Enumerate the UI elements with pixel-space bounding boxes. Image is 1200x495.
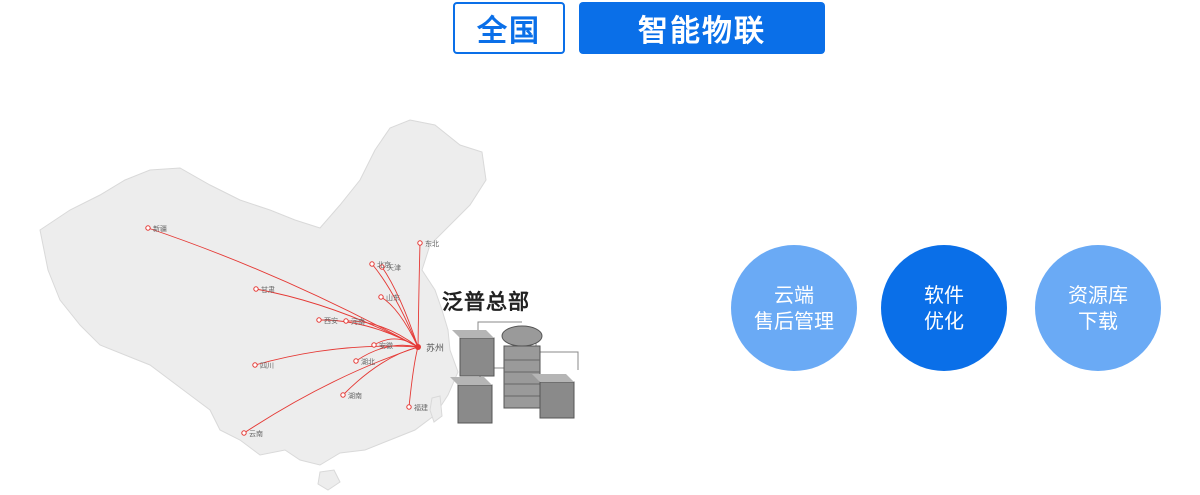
city-dot: [241, 430, 247, 436]
hq-label: 泛普总部: [442, 290, 530, 314]
city-label: 云南: [249, 429, 263, 438]
taiwan-island: [429, 395, 443, 423]
city-label: 东北: [425, 239, 439, 248]
china-map: 新疆甘肃西安 河南四川 安徽湖北湖南云南 福建 北京天津山东 东北苏州 泛普总部: [30, 110, 630, 495]
city-label: 北京: [377, 260, 391, 269]
route-line: [345, 320, 419, 348]
service-line1: 资源库: [1068, 283, 1128, 307]
city-dot: [343, 318, 349, 324]
city-dots: [145, 225, 423, 436]
hub-city-label: 苏州: [426, 342, 444, 354]
city-label: 山东: [386, 293, 400, 302]
city-label: 天津: [387, 264, 401, 272]
hainan-island: [317, 469, 341, 491]
scope-tabs: 全国 智能物联: [0, 0, 1200, 60]
route-line: [355, 344, 419, 362]
tab-smart-iot[interactable]: 智能物联: [579, 2, 825, 54]
city-dot: [379, 264, 385, 270]
city-label: 新疆: [153, 224, 167, 233]
city-dot: [253, 286, 259, 292]
city-dot: [340, 392, 346, 398]
service-cloud-aftersales[interactable]: 云端 售后管理: [731, 245, 857, 371]
service-line1: 云端: [774, 283, 814, 307]
route-line: [147, 227, 419, 348]
route-lines: [147, 227, 421, 434]
service-software-optimize[interactable]: 软件 优化: [881, 245, 1007, 371]
route-line: [417, 242, 421, 348]
city-dot: [369, 261, 375, 267]
city-label: 四川: [260, 362, 274, 370]
route-line: [243, 346, 419, 434]
server-illustration: [450, 321, 579, 424]
city-label: 福建: [414, 403, 428, 412]
city-label: 湖南: [348, 391, 362, 400]
service-resource-download[interactable]: 资源库 下载: [1035, 245, 1161, 371]
china-landmass: [39, 119, 487, 466]
route-line: [254, 345, 419, 366]
city-dot: [353, 358, 359, 364]
route-line: [371, 263, 419, 348]
city-dot: [316, 317, 322, 323]
city-dot: [378, 294, 384, 300]
route-line: [408, 346, 419, 408]
service-line2: 优化: [924, 309, 964, 333]
city-dot: [371, 342, 377, 348]
service-line1: 软件: [924, 283, 964, 307]
city-dot: [406, 404, 412, 410]
service-line2: 售后管理: [754, 309, 834, 333]
city-label: 安徽: [379, 341, 393, 350]
route-line: [373, 338, 419, 348]
city-dot: [417, 240, 423, 246]
city-label: 西安: [324, 316, 338, 325]
route-line: [380, 296, 419, 348]
route-line: [381, 266, 419, 348]
tab-nationwide[interactable]: 全国: [453, 2, 565, 54]
city-label: 甘肃: [261, 285, 275, 294]
city-label: 河南: [351, 317, 365, 326]
service-line2: 下载: [1078, 309, 1118, 333]
hub-dot: [415, 344, 421, 350]
city-dot: [145, 225, 151, 231]
city-label: 湖北: [361, 357, 375, 366]
city-dot: [252, 362, 258, 368]
